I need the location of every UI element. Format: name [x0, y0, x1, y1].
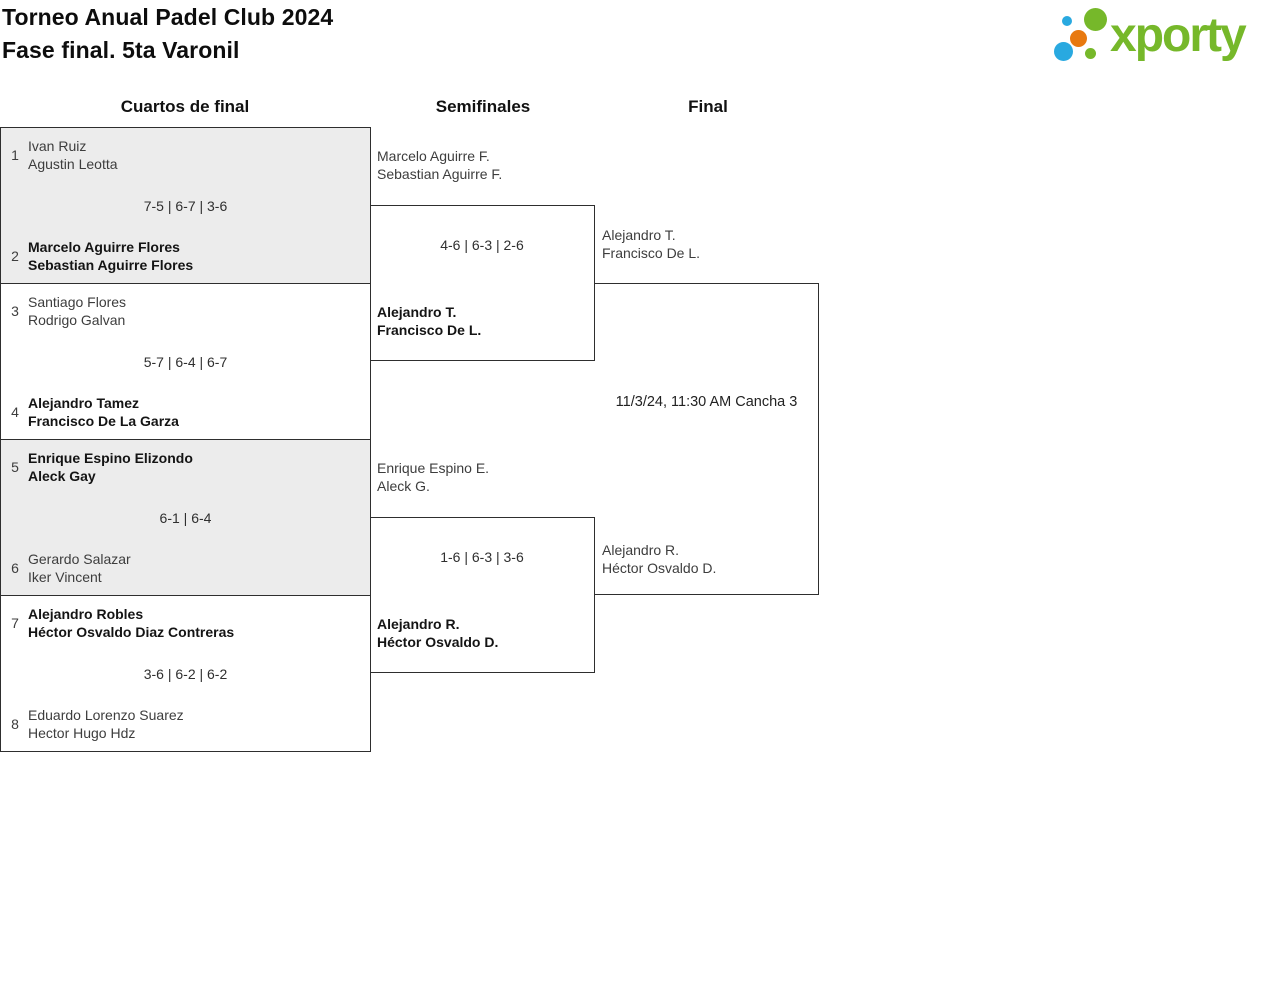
team-row: 2 Marcelo Aguirre Flores Sebastian Aguir… [1, 238, 362, 274]
player-name: Rodrigo Galvan [28, 312, 126, 328]
player-name: Enrique Espino Elizondo [28, 450, 193, 466]
player-name: Enrique Espino E. [377, 460, 490, 476]
player-name: Iker Vincent [28, 569, 102, 585]
team-row: 5 Enrique Espino Elizondo Aleck Gay [1, 449, 362, 485]
quarterfinal-match-2: 3 Santiago Flores Rodrigo Galvan 5-7 | 6… [0, 283, 371, 440]
player-name: Sebastian Aguirre Flores [28, 257, 194, 273]
logo-dot-icon [1070, 30, 1087, 47]
player-name: Marcelo Aguirre Flores [28, 239, 180, 255]
semifinal-match-2: 1-6 | 6-3 | 3-6 Alejandro R. Héctor Osva… [370, 517, 595, 673]
semifinal-2-team-top: Enrique Espino E. Aleck G. [377, 459, 489, 495]
team-row: 8 Eduardo Lorenzo Suarez Hector Hugo Hdz [1, 706, 362, 742]
player-name: Héctor Osvaldo D. [602, 560, 717, 576]
seed-number: 2 [11, 248, 19, 264]
player-name: Gerardo Salazar [28, 551, 131, 567]
team-row: 4 Alejandro Tamez Francisco De La Garza [1, 394, 362, 430]
logo-wordmark: xporty [1110, 9, 1247, 62]
match-schedule: 11/3/24, 11:30 AM Cancha 3 [615, 394, 798, 410]
quarterfinal-match-1: 1 Ivan Ruiz Agustin Leotta 7-5 | 6-7 | 3… [0, 127, 371, 284]
player-name: Francisco De L. [377, 322, 482, 338]
page-title-line2: Fase final. 5ta Varonil [2, 37, 240, 63]
seed-number: 5 [11, 459, 19, 475]
round-header-quarterfinals: Cuartos de final [120, 97, 250, 116]
logo-dot-icon [1084, 8, 1107, 31]
round-header-semifinals: Semifinales [435, 97, 531, 116]
page-title: Torneo Anual Padel Club 2024 Fase final.… [2, 1, 333, 67]
semifinal-1-team-top: Marcelo Aguirre F. Sebastian Aguirre F. [377, 147, 502, 183]
seed-number: 1 [11, 147, 19, 163]
match-score: 3-6 | 6-2 | 6-2 [143, 665, 228, 682]
player-name: Alejandro T. [377, 304, 457, 320]
player-name: Alejandro Robles [28, 606, 144, 622]
semifinal-2-team-bottom: Alejandro R. Héctor Osvaldo D. [370, 594, 594, 672]
xporty-logo[interactable]: xporty [1048, 4, 1273, 70]
semifinal-1-team-bottom: Alejandro T. Francisco De L. [370, 282, 594, 360]
player-name: Marcelo Aguirre F. [377, 148, 490, 164]
match-score: 4-6 | 6-3 | 2-6 [440, 237, 524, 253]
quarterfinal-match-4: 7 Alejandro Robles Héctor Osvaldo Diaz C… [0, 595, 371, 752]
seed-number: 8 [11, 716, 19, 732]
match-score: 1-6 | 6-3 | 3-6 [440, 549, 524, 565]
player-name: Ivan Ruiz [28, 138, 87, 154]
page-title-line1: Torneo Anual Padel Club 2024 [2, 4, 334, 30]
semifinal-match-1: 4-6 | 6-3 | 2-6 Alejandro T. Francisco D… [370, 205, 595, 361]
player-name: Alejandro R. [602, 542, 680, 558]
player-name: Alejandro Tamez [28, 395, 139, 411]
player-name: Aleck Gay [28, 468, 96, 484]
player-name: Alejandro T. [602, 227, 676, 243]
team-row: 3 Santiago Flores Rodrigo Galvan [1, 293, 362, 329]
seed-number: 4 [11, 404, 19, 420]
player-name: Alejandro R. [377, 616, 460, 632]
match-score: 7-5 | 6-7 | 3-6 [143, 197, 228, 214]
player-name: Francisco De L. [602, 245, 701, 261]
seed-number: 3 [11, 303, 19, 319]
final-team-top: Alejandro T. Francisco De L. [602, 226, 700, 262]
team-row: 7 Alejandro Robles Héctor Osvaldo Diaz C… [1, 605, 362, 641]
round-header-final: Final [688, 97, 728, 116]
quarterfinal-match-3: 5 Enrique Espino Elizondo Aleck Gay 6-1 … [0, 439, 371, 596]
player-name: Aleck G. [377, 478, 430, 494]
seed-number: 7 [11, 615, 19, 631]
match-score: 6-1 | 6-4 [159, 509, 212, 526]
player-name: Hector Hugo Hdz [28, 725, 136, 741]
logo-dot-icon [1054, 42, 1073, 61]
seed-number: 6 [11, 560, 19, 576]
final-match: 11/3/24, 11:30 AM Cancha 3 Alejandro R. … [595, 283, 819, 595]
final-team-bottom: Alejandro R. Héctor Osvaldo D. [602, 541, 716, 577]
player-name: Agustin Leotta [28, 156, 118, 172]
player-name: Eduardo Lorenzo Suarez [28, 707, 184, 723]
logo-dot-icon [1085, 48, 1096, 59]
player-name: Héctor Osvaldo D. [377, 634, 499, 650]
player-name: Santiago Flores [28, 294, 127, 310]
team-row: 6 Gerardo Salazar Iker Vincent [1, 550, 362, 586]
player-name: Sebastian Aguirre F. [377, 166, 503, 182]
player-name: Héctor Osvaldo Diaz Contreras [28, 624, 235, 640]
logo-dot-icon [1062, 16, 1072, 26]
player-name: Francisco De La Garza [28, 413, 179, 429]
team-row: 1 Ivan Ruiz Agustin Leotta [1, 137, 362, 173]
match-score: 5-7 | 6-4 | 6-7 [143, 353, 228, 370]
